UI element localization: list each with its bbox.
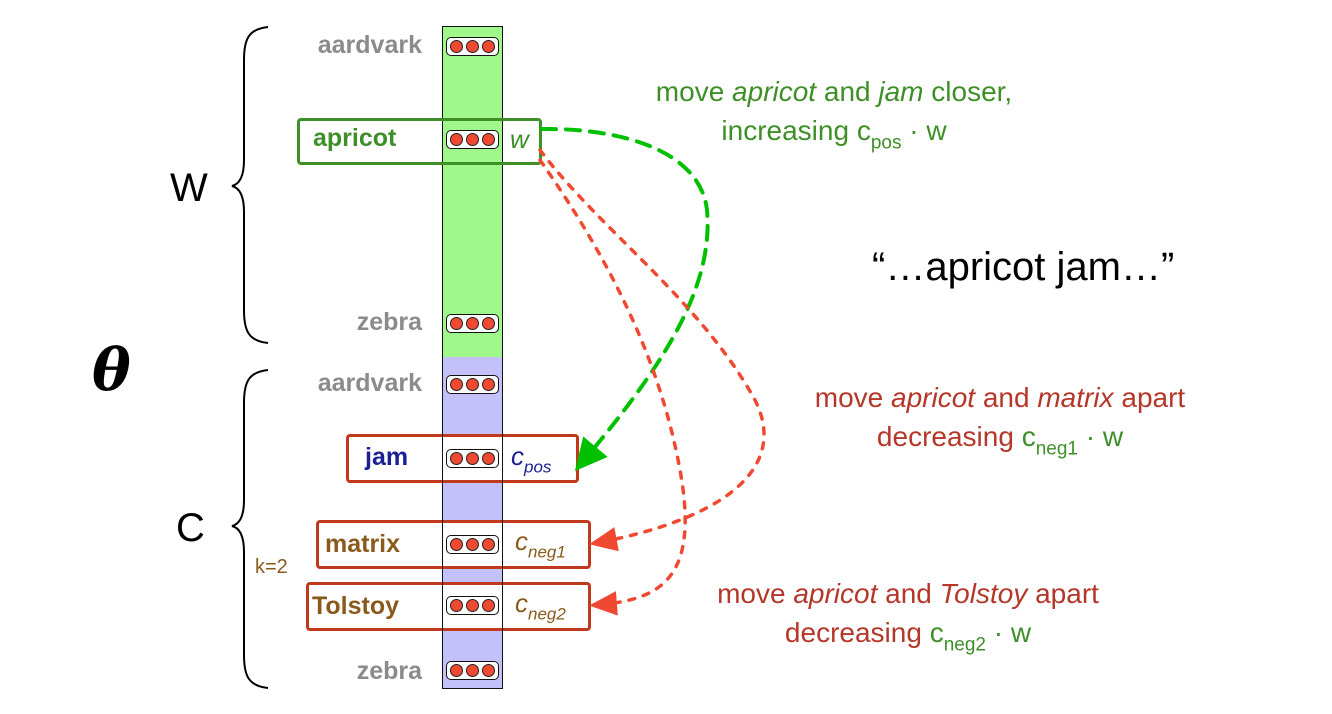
vector-dot <box>450 317 464 330</box>
c-neg2-label-sub: neg2 <box>528 604 566 624</box>
c-neg1-label: cneg1 <box>515 526 566 563</box>
c-aardvark-word: aardvark <box>317 369 422 397</box>
vector-dot <box>450 599 464 612</box>
jam-highlight-box <box>346 434 579 483</box>
jam-word: jam <box>365 443 409 471</box>
c-neg1-label-sub: neg1 <box>528 542 566 562</box>
w-group-label: W <box>170 166 208 210</box>
vector-dot <box>450 452 464 465</box>
vector-dot <box>481 40 495 53</box>
vector-dot <box>481 599 495 612</box>
positive-arrow <box>540 126 710 472</box>
tolstoy-vector <box>446 596 499 615</box>
c-pos-label-base: c <box>511 441 524 471</box>
negative1-annotation-line2: decreasing cneg1 · w <box>876 421 1124 460</box>
vector-dot <box>465 40 479 53</box>
vector-dot <box>450 133 464 146</box>
c-neg2-label-base: c <box>515 588 528 618</box>
vector-dot <box>450 664 464 677</box>
embedding-column-border <box>442 26 503 689</box>
vector-dot <box>450 378 464 391</box>
apricot-word: apricot <box>313 124 397 152</box>
vector-dot <box>465 664 479 677</box>
tolstoy-word: Tolstoy <box>312 592 400 620</box>
vector-dot <box>481 538 495 551</box>
vector-dot <box>450 538 464 551</box>
negative1-annotation-line1: move apricot and matrix apart <box>814 382 1186 413</box>
vector-dot <box>481 133 495 146</box>
w-aardvark-vector <box>446 37 499 56</box>
apricot-vector <box>446 130 499 149</box>
c-group-label: C <box>176 506 205 550</box>
negative1-arrow <box>538 148 766 552</box>
matrix-vector <box>446 535 499 554</box>
jam-vector <box>446 449 499 468</box>
vector-dot <box>465 599 479 612</box>
vector-dot <box>465 378 479 391</box>
vector-dot <box>481 378 495 391</box>
c-pos-label: cpos <box>511 441 551 478</box>
positive-annotation: move apricot and jam closer, increasing … <box>610 72 1058 163</box>
c-pos-label-sub: pos <box>524 457 552 477</box>
k-negatives-label: k=2 <box>255 556 288 578</box>
vector-dot <box>465 133 479 146</box>
w-zebra-word: zebra <box>356 308 422 336</box>
context-phrase: “…apricot jam…” <box>872 245 1175 289</box>
vector-dot <box>481 452 495 465</box>
negative2-arrow <box>538 158 687 616</box>
apricot-highlight-box <box>297 118 542 165</box>
c-neg1-label-base: c <box>515 526 528 556</box>
w-zebra-vector <box>446 314 499 333</box>
matrix-word: matrix <box>325 530 401 558</box>
positive-annotation-line1: move apricot and jam closer, <box>655 76 1013 107</box>
c-aardvark-vector <box>446 375 499 394</box>
negative2-annotation: move apricot and Tolstoy apart decreasin… <box>672 574 1144 665</box>
vector-dot <box>465 452 479 465</box>
w-brace <box>231 26 269 344</box>
vector-dot <box>465 538 479 551</box>
positive-annotation-line2: increasing cpos · w <box>721 115 947 154</box>
w-vector-label: w <box>510 124 529 154</box>
target-embedding-region <box>442 26 503 357</box>
vector-dot <box>481 664 495 677</box>
vector-dot <box>465 317 479 330</box>
theta-symbol: θ <box>92 336 131 404</box>
vector-dot <box>481 317 495 330</box>
negative1-annotation: move apricot and matrix apart decreasing… <box>770 378 1230 469</box>
negative2-annotation-line2: decreasing cneg2 · w <box>784 617 1032 656</box>
c-brace <box>231 369 269 689</box>
c-zebra-vector <box>446 661 499 680</box>
negative2-annotation-line1: move apricot and Tolstoy apart <box>717 578 1099 609</box>
vector-dot <box>450 40 464 53</box>
w-aardvark-word: aardvark <box>317 31 422 59</box>
c-neg2-label: cneg2 <box>515 588 566 625</box>
c-zebra-word: zebra <box>356 657 422 685</box>
